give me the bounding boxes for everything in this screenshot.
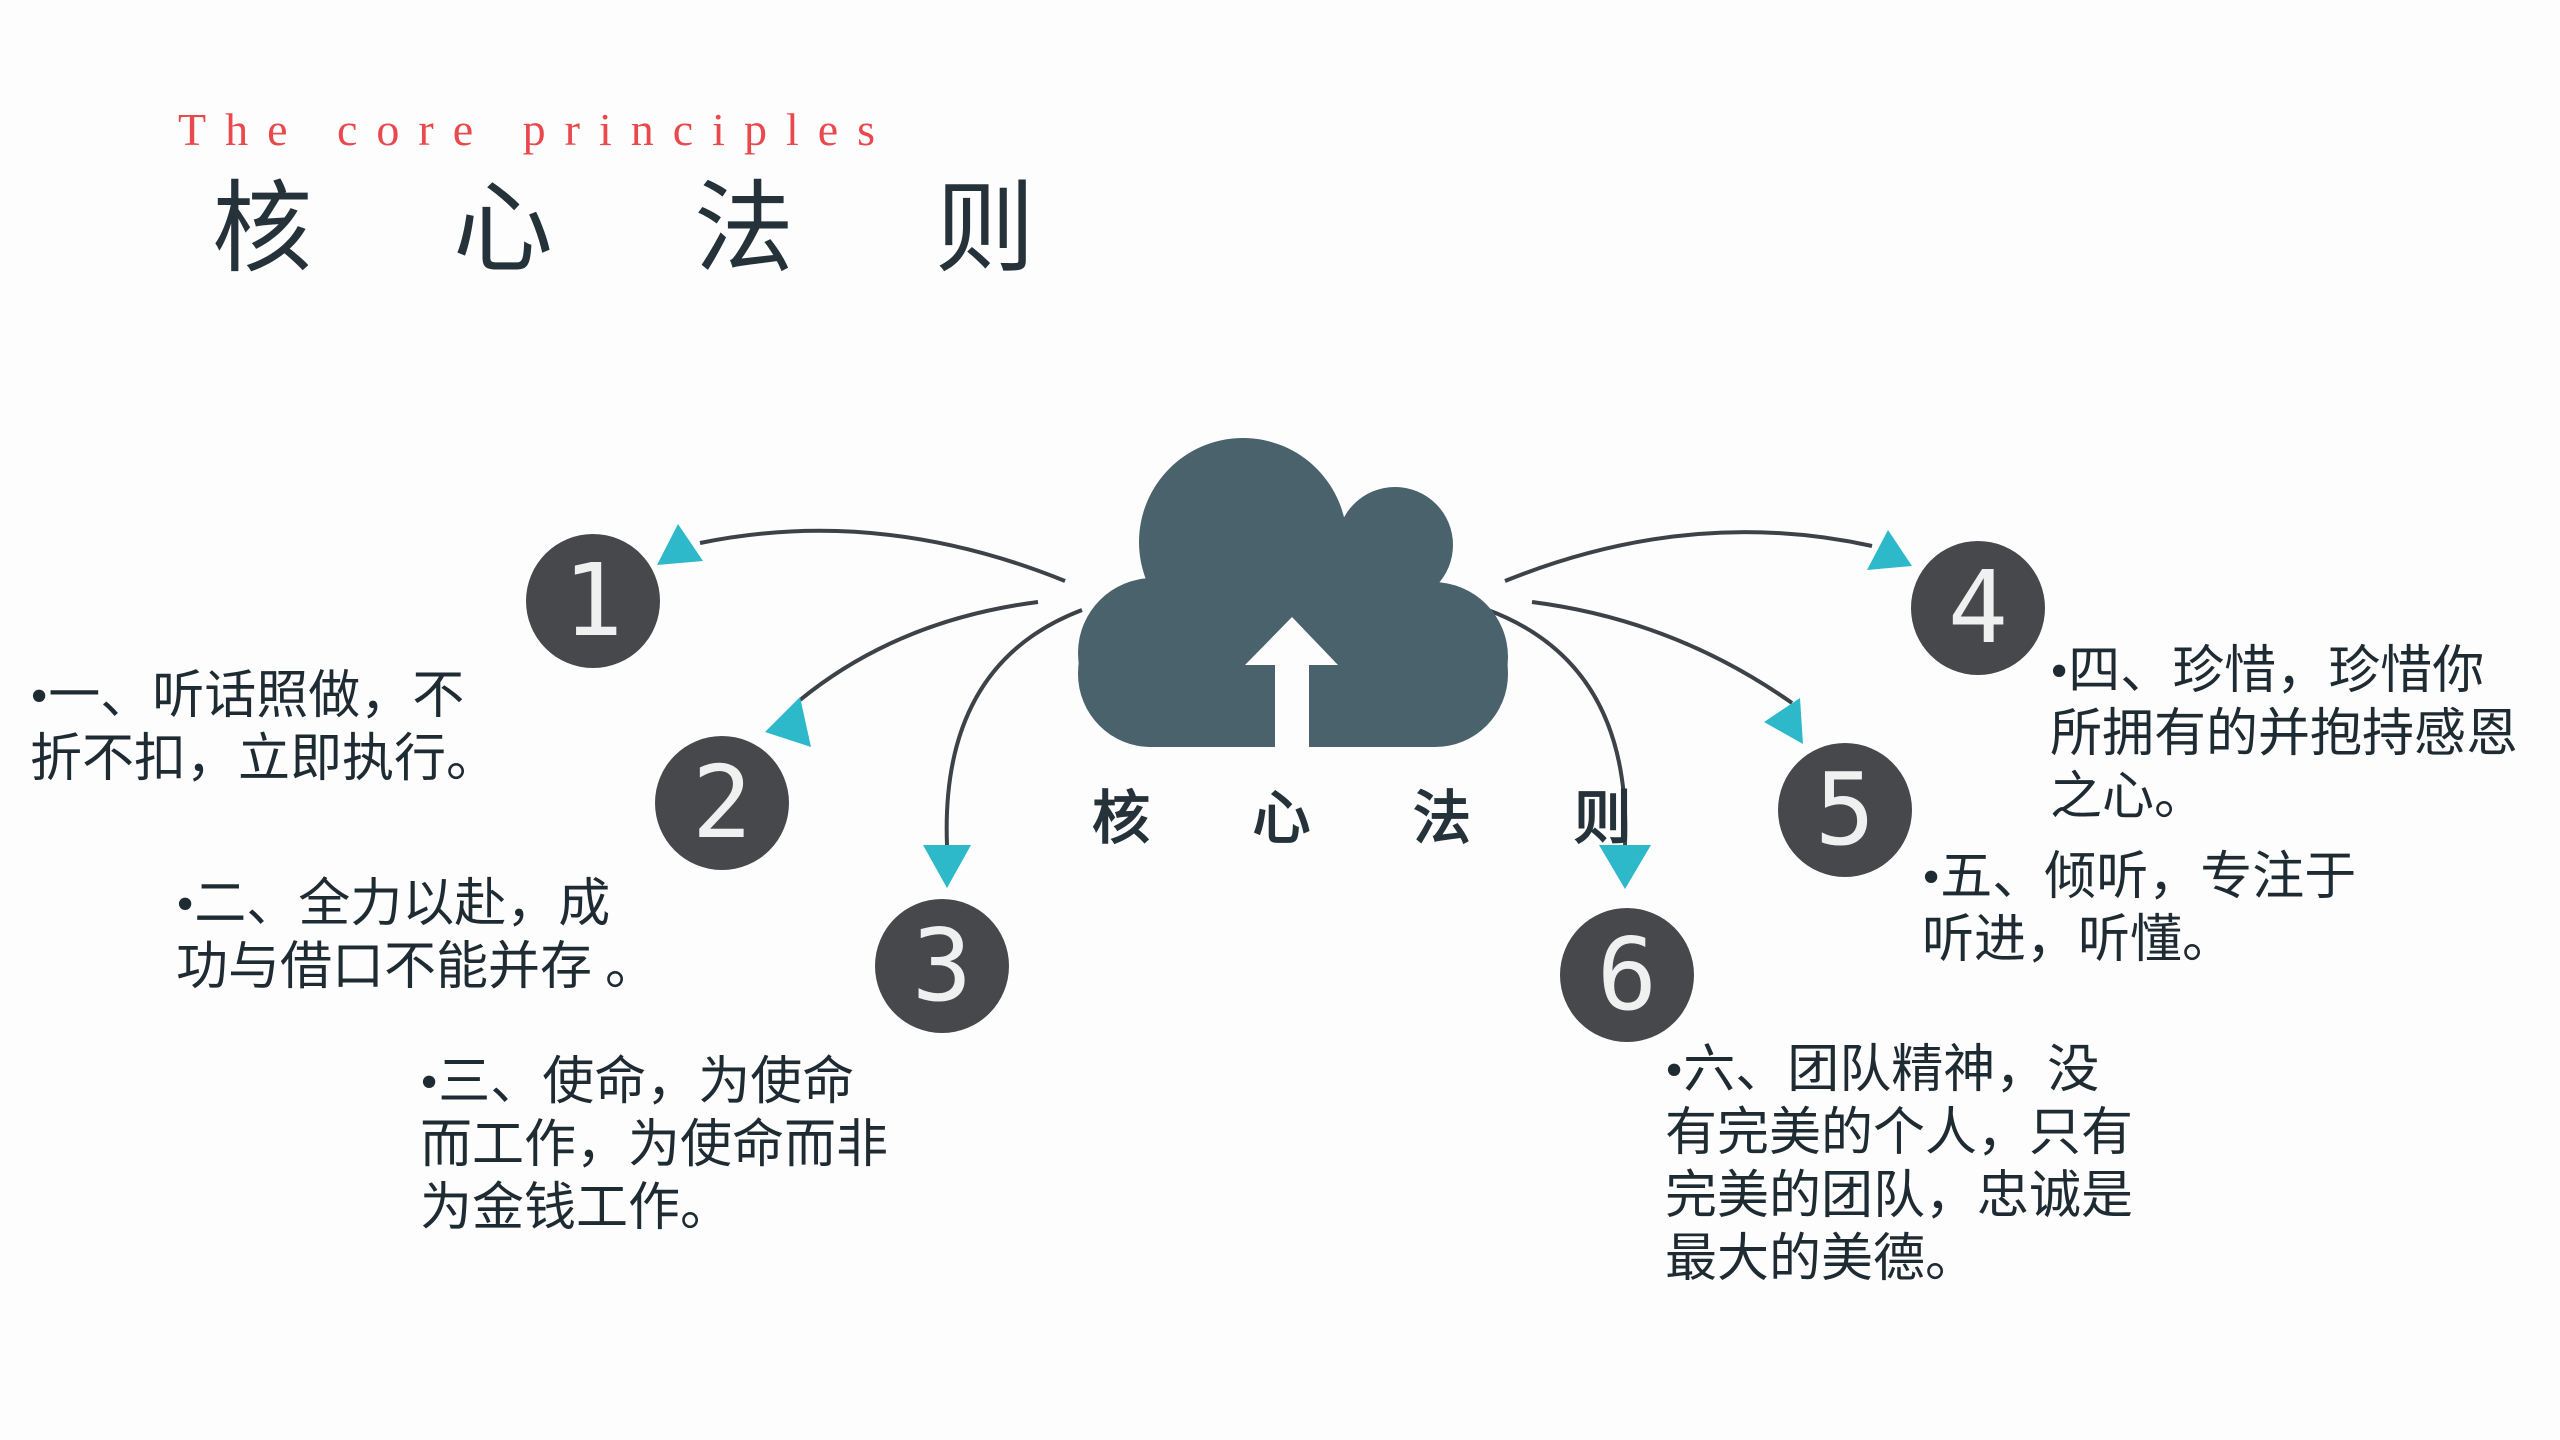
text-line: •四、珍惜，珍惜你	[2050, 643, 2485, 700]
slide-title: 核 心 法 则	[212, 174, 1093, 285]
connector-line-5	[1531, 600, 1794, 705]
arrowhead-4-icon	[1867, 530, 1912, 570]
text-line: •二、全力以赴，成	[176, 876, 611, 933]
text-line: 有完美的个人，只有	[1665, 1105, 2134, 1162]
principle-text-5: •五、倾听，专注于听进，听懂。	[1922, 846, 2356, 972]
principle-text-1: •一、听话照做，不折不扣，立即执行。	[30, 665, 498, 791]
principle-node-2: 2	[655, 736, 789, 870]
arrowhead-1-icon	[657, 524, 703, 565]
text-line: •三、使命，为使命	[420, 1054, 855, 1111]
principle-text-6: •六、团队精神，没有完美的个人，只有完美的团队，忠诚是最大的美德。	[1665, 1039, 2133, 1291]
text-line: 最大的美德。	[1665, 1231, 1978, 1288]
text-line: 功与借口不能并存 。	[176, 939, 658, 996]
connector-line-4	[1504, 530, 1873, 583]
principle-node-3: 3	[875, 899, 1009, 1033]
principle-node-6: 6	[1560, 908, 1694, 1042]
text-line: 而工作，为使命而非	[420, 1117, 889, 1174]
principle-node-1: 1	[526, 534, 660, 668]
principle-node-4: 4	[1911, 541, 2045, 675]
text-line: 听进，听懂。	[1922, 912, 2235, 969]
principle-number-6: 6	[1596, 916, 1658, 1033]
principle-text-2: •二、全力以赴，成功与借口不能并存 。	[176, 873, 657, 999]
text-line: 所拥有的并抱持感恩	[2050, 706, 2519, 763]
connector-line-6	[1487, 608, 1628, 846]
principle-number-5: 5	[1814, 751, 1876, 868]
text-line: 之心。	[2050, 769, 2207, 826]
principle-number-4: 4	[1947, 549, 2009, 666]
arrowhead-6-icon	[1599, 845, 1651, 889]
arrowhead-2-icon	[765, 697, 811, 747]
text-line: 为金钱工作。	[420, 1180, 733, 1237]
connector-line-2	[798, 600, 1039, 702]
principle-node-5: 5	[1778, 743, 1912, 877]
text-line: •一、听话照做，不	[30, 668, 465, 725]
text-line: •六、团队精神，没	[1665, 1042, 2100, 1099]
arrowhead-5-icon	[1764, 698, 1803, 744]
text-line: 折不扣，立即执行。	[30, 731, 499, 788]
cloud-label: 核 心 法 则	[1092, 786, 1676, 851]
cloud-icon	[1078, 438, 1508, 750]
principle-text-4: •四、珍惜，珍惜你所拥有的并抱持感恩之心。	[2050, 640, 2518, 829]
connector-line-1	[699, 528, 1066, 583]
text-line: 完美的团队，忠诚是	[1665, 1168, 2134, 1225]
principle-number-2: 2	[691, 744, 753, 861]
slide-subtitle: The core principles	[178, 104, 895, 155]
principle-text-3: •三、使命，为使命而工作，为使命而非为金钱工作。	[420, 1051, 888, 1240]
principle-number-1: 1	[562, 542, 624, 659]
principle-number-3: 3	[911, 907, 973, 1024]
connector-line-3	[944, 608, 1083, 846]
text-line: •五、倾听，专注于	[1922, 849, 2357, 906]
arrowhead-3-icon	[923, 845, 971, 888]
arrow-up-icon	[1245, 617, 1338, 750]
